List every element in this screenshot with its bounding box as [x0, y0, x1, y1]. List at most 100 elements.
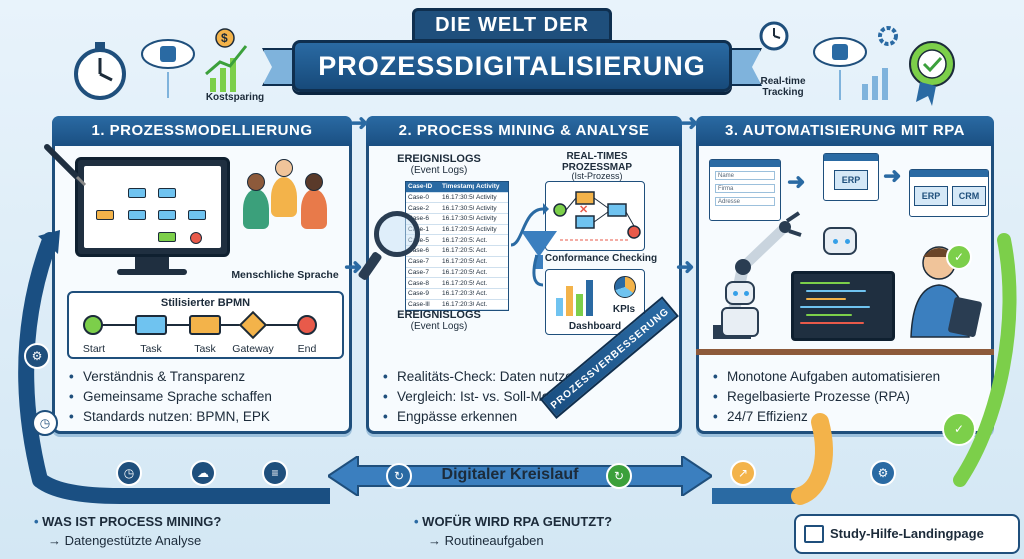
monitor — [75, 157, 230, 257]
logs-subtitle: (Event Logs) — [410, 165, 468, 176]
bullet-item: Verständnis & Transparenz — [69, 367, 272, 387]
process-node — [128, 210, 146, 220]
panel-process-mining: 2. PROCESS MINING & ANALYSE EREIGNISLOGS… — [357, 116, 682, 434]
erp-tag: ERP — [834, 170, 868, 190]
table-cell: Act. — [476, 279, 488, 287]
process-map-subtitle: (Ist-Prozess) — [571, 171, 623, 181]
dashboard-bar — [566, 286, 573, 316]
panel-connector-arrow: ➜ — [676, 254, 695, 279]
panel-rpa: 3. AUTOMATISIERUNG MIT RPA Name Firma Ad… — [696, 116, 994, 434]
refresh-icon: ↻ — [386, 463, 412, 489]
table-header-row: Case-ID Timestamp Activity — [406, 182, 508, 193]
table-cell: Activity — [476, 215, 497, 223]
bullet-item: Engpässe erkennen — [383, 407, 580, 427]
panel-connector-arrow: ➜ — [344, 254, 363, 279]
process-end-node — [190, 232, 202, 244]
table-cell: 16.17:20:53 — [442, 236, 474, 244]
column-header: Activity — [476, 183, 500, 191]
bpmn-diagram: Stilisierter BPMN Start Task Task Gatewa… — [67, 291, 344, 359]
gear-icon — [878, 26, 898, 46]
brand-label: Study-Hilfe-Landingpage — [830, 526, 984, 541]
title-banner: DIE WELT DER PROZESSDIGITALISIERUNG — [262, 8, 762, 100]
table-cell: 16.17:20:30 — [442, 300, 474, 308]
chart-icon: ↗ — [730, 460, 756, 486]
process-node — [158, 188, 176, 198]
bullet-item: Regelbasierte Prozesse (RPA) — [713, 387, 940, 407]
stopwatch-icon — [74, 42, 126, 100]
kpi-label: KPIs — [612, 304, 636, 315]
title-line-1: DIE WELT DER — [412, 8, 612, 42]
erp-crm-window: ERP CRM — [909, 169, 989, 217]
panel-connector-arrow: ➜ — [680, 110, 699, 135]
people-illustration — [241, 155, 331, 235]
dashboard-bar — [556, 298, 563, 316]
clock-icon: ◷ — [116, 460, 142, 486]
code-line — [800, 282, 850, 284]
code-line — [806, 290, 866, 292]
money-chart-icon: $ — [205, 28, 248, 92]
person — [301, 189, 327, 229]
small-robot-head — [725, 281, 755, 305]
process-node — [158, 210, 176, 220]
panel-3-bullets: Monotone Aufgaben automatisieren Regelba… — [713, 367, 940, 427]
cloud-icon: ☁ — [190, 460, 216, 486]
process-map: ✕ — [545, 181, 645, 251]
clock-icon: ◷ — [32, 410, 58, 436]
small-robot-body — [721, 307, 759, 337]
faq-answer: → Datengestützte Analyse — [48, 533, 202, 548]
panel-2-bullets: Realitäts-Check: Daten nutzen Vergleich:… — [383, 367, 580, 427]
code-line — [806, 298, 846, 300]
bpmn-task — [189, 315, 221, 335]
table-cell: Case-8 — [408, 279, 429, 287]
cloud-database-icon — [141, 39, 195, 98]
table-cell: Activity — [476, 204, 497, 212]
check-badge-icon: ✓ — [942, 412, 976, 446]
person-head — [305, 173, 323, 191]
robot-eye — [833, 239, 838, 244]
table-cell: Case-6 — [408, 215, 429, 223]
panel-modellierung: 1. PROZESSMODELLIERUNG Menschliche Sprac… — [44, 116, 352, 434]
robot-head — [823, 227, 857, 255]
panel-3-heading: 3. AUTOMATISIERUNG MIT RPA — [696, 116, 994, 146]
faq-question: WOFÜR WIRD RPA GENUTZT? — [414, 512, 612, 531]
form-window: Name Firma Adresse — [709, 159, 781, 221]
code-line — [806, 314, 852, 316]
robot-eye — [733, 291, 738, 296]
panel-connector-arrow: ➜ — [350, 110, 369, 135]
table-cell: Activity — [476, 226, 497, 234]
code-monitor — [791, 271, 895, 341]
funnel-icon — [521, 231, 557, 257]
table-cell: 16.17:20:53 — [442, 247, 474, 255]
conformance-label: Conformance Checking — [544, 253, 658, 264]
faq-answer: → Routineaufgaben — [428, 533, 544, 548]
code-line — [800, 322, 864, 324]
dashboard-label: Dashboard — [568, 321, 622, 332]
settings-icon: ⚙ — [24, 343, 50, 369]
bpmn-label-end: End — [297, 343, 317, 355]
form-field: Firma — [715, 184, 775, 193]
brand-link[interactable]: Study-Hilfe-Landingpage — [794, 514, 1020, 554]
clock-icon — [759, 21, 789, 51]
table-cell: Case-0 — [408, 194, 429, 202]
logs-subtitle-2: (Event Logs) — [410, 321, 468, 332]
database-icon: ≡ — [262, 460, 288, 486]
person — [271, 177, 297, 217]
realtime-tracking-label: Real-time Tracking — [760, 76, 806, 98]
gear-icon: ⚙ — [870, 460, 896, 486]
bullet-item: Vergleich: Ist- vs. Soll-Modell — [383, 387, 580, 407]
window-titlebar — [910, 170, 988, 177]
top-left-decorations: $ — [74, 28, 248, 100]
faq-process-mining: WAS IST PROCESS MINING? → Datengestützte… — [34, 512, 221, 550]
monitor-screen — [84, 166, 221, 248]
table-cell: Activity — [476, 194, 497, 202]
cloud-database-icon — [813, 37, 867, 100]
loop-label: Digitaler Kreislauf — [441, 466, 579, 483]
people-caption: Menschliche Sprache — [231, 269, 339, 281]
robot-eye — [845, 239, 850, 244]
